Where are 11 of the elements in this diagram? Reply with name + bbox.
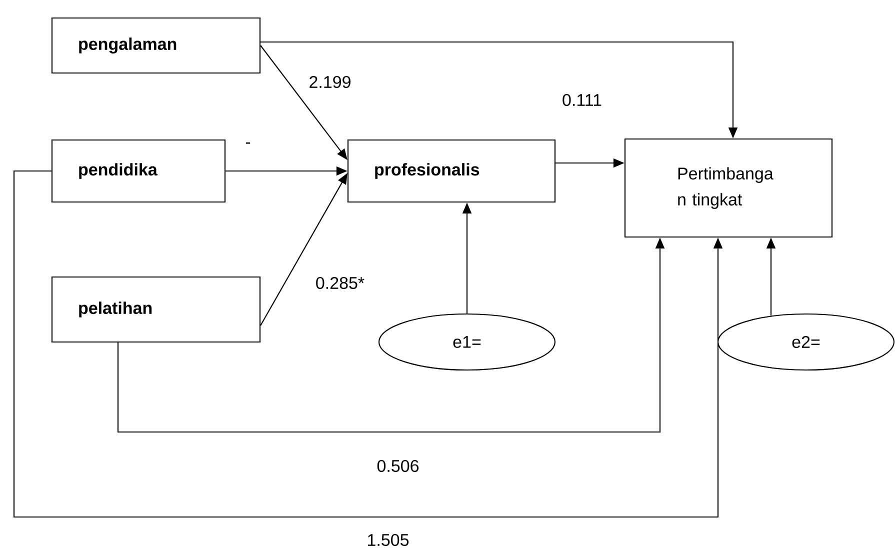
edge-label: 0.285* [313, 274, 367, 292]
variable-box: Pertimbanga n tingkat [624, 138, 833, 238]
edge-label: 1.505 [364, 532, 412, 548]
variable-box: pengalaman [51, 17, 261, 74]
variable-box: pelatihan [51, 276, 261, 343]
variable-box: pendidika [51, 139, 226, 203]
variable-box: profesionalis [347, 139, 556, 203]
edge-label: 2.199 [306, 74, 354, 90]
edge-label: 0.111 [560, 92, 604, 108]
label: - [246, 142, 250, 144]
edge-label: 0.506 [374, 458, 422, 474]
